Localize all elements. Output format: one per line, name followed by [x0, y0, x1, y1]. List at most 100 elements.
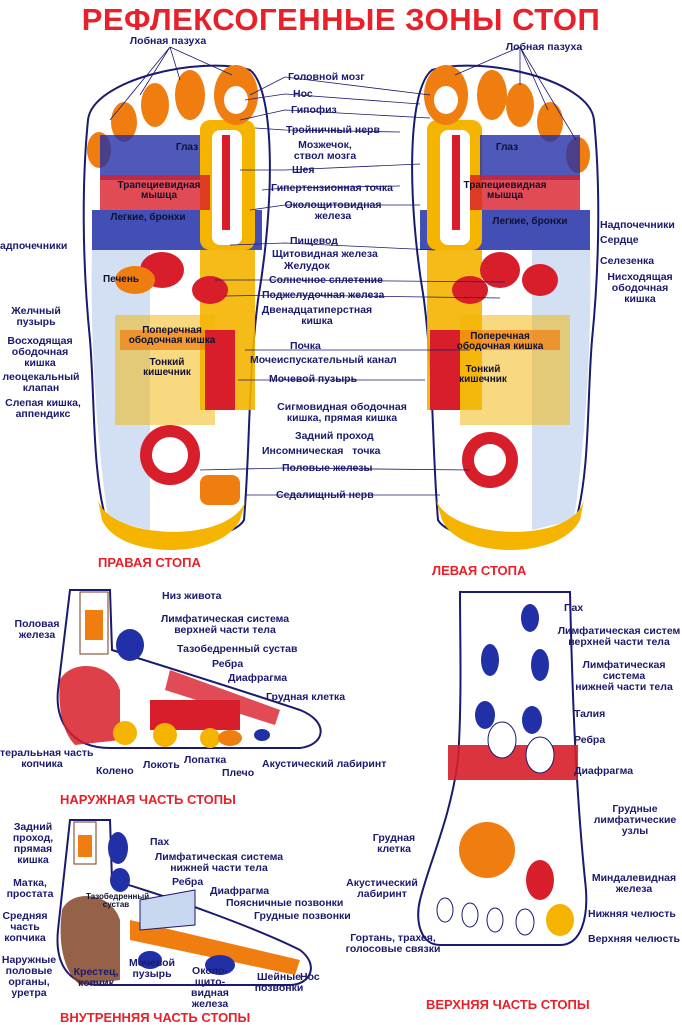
label-sciatic-nerve: Седалищный нерв: [276, 489, 374, 501]
top-label-diaphragm: Диафрагма: [574, 765, 634, 777]
leader-lines: [109, 46, 577, 496]
label-ascending-colon: Восходящая ободочная кишка: [7, 335, 73, 369]
caption-inner-side: ВНУТРЕННЯЯ ЧАСТЬ СТОПЫ: [60, 1010, 251, 1025]
label-pituitary: Гипофиз: [291, 104, 337, 116]
outer-label-shoulder: Плечо: [222, 767, 255, 779]
top-label-tonsil: Миндалевидная железа: [591, 872, 677, 895]
inner-label-coccyx-mid: Средняя часть копчика: [2, 910, 48, 944]
inner-label-uterus: Матка, простата: [6, 877, 54, 900]
label-cerebellum: Мозжечок, ствол мозга: [293, 139, 357, 162]
inner-label-nose: Нос: [300, 971, 320, 983]
label-trigeminal: Тройничный нерв: [286, 124, 380, 136]
label-brain: Головной мозг: [288, 71, 365, 83]
top-label-lymph-upper: Лимфатическая систем верхней части тела: [557, 625, 681, 648]
label-thyroid: Щитовидная железа: [272, 248, 378, 260]
right-liver-label: Печень: [102, 274, 140, 285]
inner-label-external-genitals: Наружные половые органы, уретра: [1, 954, 57, 999]
label-ileocecal-valve: леоцекальный клапан: [2, 371, 80, 394]
left-trapezius-label: Трапециевидная мышца: [463, 180, 547, 201]
inner-side-illustration: [56, 819, 312, 986]
label-hypertension-point: Гипертензионная точка: [271, 182, 393, 194]
right-sole-illustration: [82, 64, 271, 550]
right-eye-label: Глаз: [175, 142, 199, 153]
label-parathyroid: Околощитовидная железа: [284, 199, 382, 222]
top-label-lower-jaw: Нижняя челюсть: [588, 908, 676, 920]
inner-label-thoracic: Грудные позвонки: [254, 910, 351, 922]
label-solar-plexus: Солнечное сплетение: [269, 274, 383, 286]
left-small-intestine-label: Тонкий кишечник: [459, 364, 507, 385]
label-gallbladder: Желчный пузырь: [11, 305, 61, 328]
label-adrenal-left-foot: Надпочечники: [600, 219, 675, 231]
inner-label-sacrum: Крестец, копчик: [73, 966, 119, 989]
outer-label-scapula: Лопатка: [184, 754, 227, 766]
right-transverse-colon-label: Поперечная ободочная кишка: [128, 325, 216, 346]
outer-label-elbow: Локоть: [143, 759, 180, 771]
outer-label-diaphragm: Диафрагма: [228, 672, 288, 684]
inner-label-ribs: Ребра: [172, 876, 204, 888]
inner-label-parathyroid: Около- щито- видная железа: [191, 965, 229, 1010]
label-kidney: Почка: [290, 340, 321, 352]
caption-left-foot: ЛЕВАЯ СТОПА: [432, 563, 527, 578]
right-trapezius-label: Трапециевидная мышца: [117, 180, 201, 201]
label-frontal-sinus-right: Лобная пазуха: [129, 35, 207, 47]
right-small-intestine-label: Тонкий кишечник: [143, 357, 191, 378]
label-bladder: Мочевой пузырь: [269, 373, 358, 385]
outer-label-knee: Колено: [96, 765, 134, 777]
inner-label-bladder: Мочевой пузырь: [128, 957, 176, 980]
label-urethra: Мочеиспускательный канал: [250, 354, 397, 366]
inner-label-lumbar: Поясничные позвонки: [226, 897, 344, 909]
top-label-waist: Талия: [574, 708, 606, 720]
outer-label-hip-joint: Тазобедренный сустав: [177, 643, 298, 655]
label-esophagus: Пищевод: [290, 235, 338, 247]
label-descending-colon: Нисходящая ободочная кишка: [607, 271, 673, 305]
top-label-groin: Пах: [564, 602, 584, 614]
caption-outer-side: НАРУЖНАЯ ЧАСТЬ СТОПЫ: [60, 792, 236, 807]
label-stomach: Желудок: [284, 260, 330, 272]
label-nose: Нос: [293, 88, 313, 100]
inner-label-cervical: Шейные позвонки: [254, 971, 304, 994]
outer-label-lower-abdomen: Низ живота: [162, 590, 222, 602]
caption-right-foot: ПРАВАЯ СТОПА: [98, 555, 201, 570]
label-sigmoid-colon: Сигмовидная ободочная кишка, прямая кишк…: [277, 401, 407, 424]
label-duodenum: Двенадцатиперстная кишка: [261, 304, 373, 327]
left-sole-illustration: [411, 64, 600, 550]
label-neck: Шея: [292, 164, 315, 176]
inner-hip-joint-label: Тазобедренный сустав: [86, 892, 150, 909]
outer-label-gonad: Половая железа: [14, 618, 60, 641]
top-label-breast-lymph: Грудные лимфатические узлы: [593, 803, 677, 837]
inner-label-anus: Задний проход, прямая кишка: [12, 821, 54, 866]
top-label-lymph-lower: Лимфатическая система нижней части тела: [575, 659, 673, 693]
top-label-ribs: Ребра: [574, 734, 606, 746]
label-pancreas: Поджелудочная железа: [262, 289, 385, 301]
label-insomnia-point: Инсомническая точка: [262, 445, 381, 457]
label-gonads: Половые железы: [282, 462, 373, 474]
chart-title: РЕФЛЕКСОГЕННЫЕ ЗОНЫ СТОП: [81, 2, 601, 37]
outer-side-illustration: [56, 589, 322, 749]
inner-label-lymph-lower: Лимфатическая система нижней части тела: [154, 851, 284, 874]
outer-label-chest: Грудная клетка: [266, 691, 346, 703]
left-lungs-label: Легкие, бронхи: [492, 216, 568, 227]
outer-label-coccyx-side: тералььная часть копчика: [0, 747, 94, 770]
top-label-chest: Грудная клетка: [372, 832, 416, 855]
label-frontal-sinus-left: Лобная пазуха: [505, 41, 583, 53]
label-spleen: Селезенка: [600, 255, 655, 267]
outer-label-acoustic: Акустический лабиринт: [262, 758, 387, 770]
label-anus: Задний проход: [295, 430, 374, 442]
label-heart: Сердце: [600, 234, 639, 246]
right-lungs-label: Легкие, бронхи: [110, 212, 186, 223]
label-adrenal-right-foot: адпочечники: [0, 240, 68, 252]
inner-label-groin: Пах: [150, 836, 170, 848]
top-label-throat: Гортань, трахея, голосовые связки: [345, 932, 441, 955]
left-eye-label: Глаз: [495, 142, 519, 153]
left-transverse-colon-label: Поперечная ободочная кишка: [456, 331, 544, 352]
top-label-acoustic: Акустический лабиринт: [346, 877, 418, 900]
top-label-upper-jaw: Верхняя челюсть: [588, 933, 680, 945]
outer-label-ribs: Ребра: [212, 658, 244, 670]
inner-label-diaphragm: Диафрагма: [210, 885, 270, 897]
label-appendix: Слепая кишка, аппендикс: [5, 397, 81, 420]
caption-top-side: ВЕРХНЯЯ ЧАСТЬ СТОПЫ: [426, 997, 590, 1012]
top-of-foot-illustration: [417, 591, 588, 946]
outer-label-lymph-upper: Лимфатическая система верхней части тела: [160, 613, 290, 636]
